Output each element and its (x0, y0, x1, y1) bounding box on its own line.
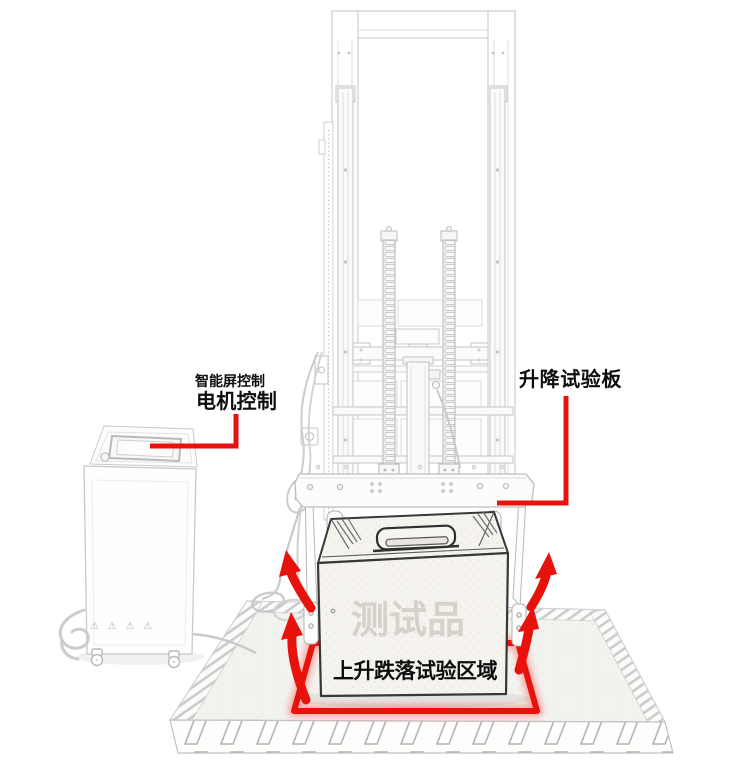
up-arrow-left-inner (281, 612, 311, 705)
beam-bolts (337, 51, 505, 55)
chain-left (378, 225, 400, 477)
plate-bolts (306, 482, 510, 493)
plate-body (294, 473, 535, 508)
motor-control-label: 电机控制 (196, 391, 278, 413)
box-front-face (316, 551, 510, 698)
up-arrows (279, 550, 557, 705)
cabinet-body (83, 465, 197, 655)
box-handle (372, 524, 460, 553)
smart-screen-control-label: 智能屏控制 (195, 373, 265, 389)
top-beam (331, 10, 516, 39)
center-cylinder (402, 356, 461, 477)
up-arrow-right-outer (526, 552, 557, 612)
test-item-watermark: 测试品 (351, 600, 466, 642)
machine-frame (300, 10, 516, 521)
drop-test-area-label: 上升跌落试验区域 (333, 660, 498, 683)
lifting-test-plate-label: 升降试验板 (519, 369, 622, 391)
control-cabinet (58, 425, 257, 669)
test-box (295, 511, 531, 708)
cabinet-hose (58, 608, 90, 661)
guide-rails (335, 85, 508, 481)
up-arrow-left-outer (279, 550, 316, 613)
cabinet-cable (191, 632, 257, 655)
pad-front-face (169, 719, 674, 754)
cabinet-knob (100, 452, 110, 462)
cabinet-casters (90, 648, 181, 669)
lift-plate-label-connector (497, 396, 569, 506)
up-arrow-right-inner (514, 606, 539, 675)
warning-icon: ⚠ ⚠ ⚠ ⚠ (90, 621, 156, 632)
left-sensor-strip (300, 121, 334, 521)
motor-label-connector (150, 414, 239, 449)
label-connectors (150, 396, 569, 506)
